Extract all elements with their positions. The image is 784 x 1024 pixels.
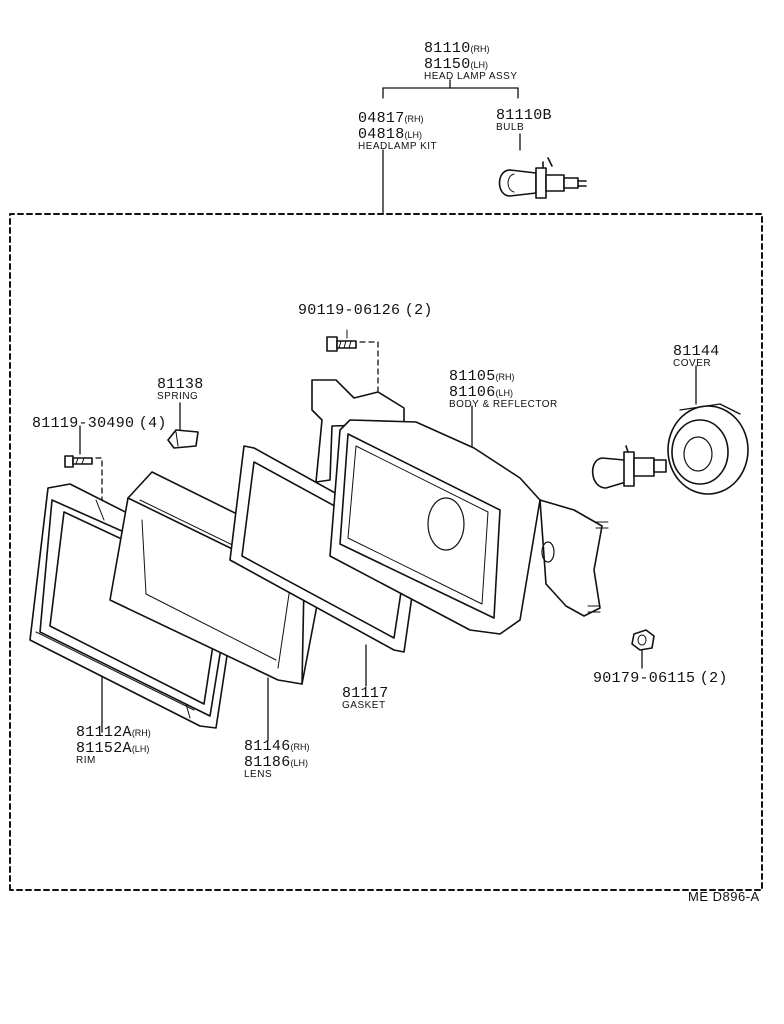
nut-drawing bbox=[631, 629, 655, 669]
lens-drawing bbox=[109, 471, 327, 741]
part-number: 04818 bbox=[358, 126, 405, 143]
part-name: GASKET bbox=[342, 700, 386, 711]
top-screw-drawing bbox=[326, 329, 379, 399]
top-screw-label: 90119-06126 (2) bbox=[298, 302, 433, 318]
rh-suffix: (RH) bbox=[404, 114, 424, 124]
part-number: 81150 bbox=[424, 56, 471, 73]
spring-label: 81138 SPRING bbox=[157, 377, 204, 402]
nut-label: 90179-06115 (2) bbox=[593, 670, 728, 686]
part-number: 81106 bbox=[449, 384, 496, 401]
lh-suffix: (LH) bbox=[290, 758, 309, 768]
left-screw-drawing bbox=[64, 425, 103, 511]
part-name: SPRING bbox=[157, 391, 199, 402]
rim-label: 81112A(RH) 81152A(LH) RIM bbox=[76, 724, 151, 766]
body-reflector-label: 81105(RH) 81106(LH) BODY & REFLECTOR bbox=[449, 368, 558, 410]
part-name: COVER bbox=[673, 358, 712, 369]
part-number: 81110 bbox=[424, 40, 471, 57]
kit-boundary-frame bbox=[9, 213, 763, 891]
lh-suffix: (LH) bbox=[404, 130, 423, 140]
lh-suffix: (LH) bbox=[131, 744, 150, 754]
part-number: 81146 bbox=[244, 738, 291, 755]
part-number: 81110B bbox=[496, 107, 552, 124]
part-number: 81105 bbox=[449, 368, 496, 385]
head-lamp-assy-label: 81110(RH) 81150(LH) HEAD LAMP ASSY bbox=[424, 40, 518, 82]
rh-suffix: (RH) bbox=[495, 372, 515, 382]
part-number: 04817 bbox=[358, 110, 405, 127]
bulb-part-drawing bbox=[498, 157, 587, 199]
lens-label: 81146(RH) 81186(LH) LENS bbox=[244, 738, 310, 780]
rh-suffix: (RH) bbox=[131, 728, 151, 738]
part-name: HEAD LAMP ASSY bbox=[424, 71, 518, 82]
lh-suffix: (LH) bbox=[470, 60, 489, 70]
inner-bulb-drawing bbox=[591, 445, 667, 489]
rh-suffix: (RH) bbox=[290, 742, 310, 752]
part-number: 90179-06115 bbox=[593, 670, 696, 687]
part-number: 81119-30490 bbox=[32, 415, 135, 432]
part-number: 81186 bbox=[244, 754, 291, 771]
part-name: RIM bbox=[76, 755, 96, 766]
left-screw-label: 81119-30490 (4) bbox=[32, 415, 167, 431]
part-name: LENS bbox=[244, 769, 273, 780]
part-name: HEADLAMP KIT bbox=[358, 141, 438, 152]
rh-suffix: (RH) bbox=[470, 44, 490, 54]
headlamp-kit-label: 04817(RH) 04818(LH) HEADLAMP KIT bbox=[358, 110, 437, 152]
part-number: 81152A bbox=[76, 740, 132, 757]
cover-drawing bbox=[667, 365, 749, 495]
part-number: 90119-06126 bbox=[298, 302, 401, 319]
bulb-label: 81110B BULB bbox=[496, 108, 552, 133]
quantity: (4) bbox=[138, 415, 167, 432]
quantity: (2) bbox=[404, 302, 433, 319]
diagram-code: ME D896-A bbox=[688, 889, 760, 904]
body-reflector-drawing bbox=[311, 379, 609, 635]
part-number: 81138 bbox=[157, 376, 204, 393]
gasket-label: 81117 GASKET bbox=[342, 686, 389, 711]
part-name: BULB bbox=[496, 122, 525, 133]
part-number: 81112A bbox=[76, 724, 132, 741]
assy-leader-lines bbox=[382, 79, 521, 215]
part-number: 81144 bbox=[673, 343, 720, 360]
spring-clip-drawing bbox=[167, 402, 199, 449]
quantity: (2) bbox=[699, 670, 728, 687]
part-number: 81117 bbox=[342, 685, 389, 702]
part-name: BODY & REFLECTOR bbox=[449, 399, 558, 410]
lh-suffix: (LH) bbox=[495, 388, 514, 398]
cover-label: 81144 COVER bbox=[673, 344, 720, 369]
